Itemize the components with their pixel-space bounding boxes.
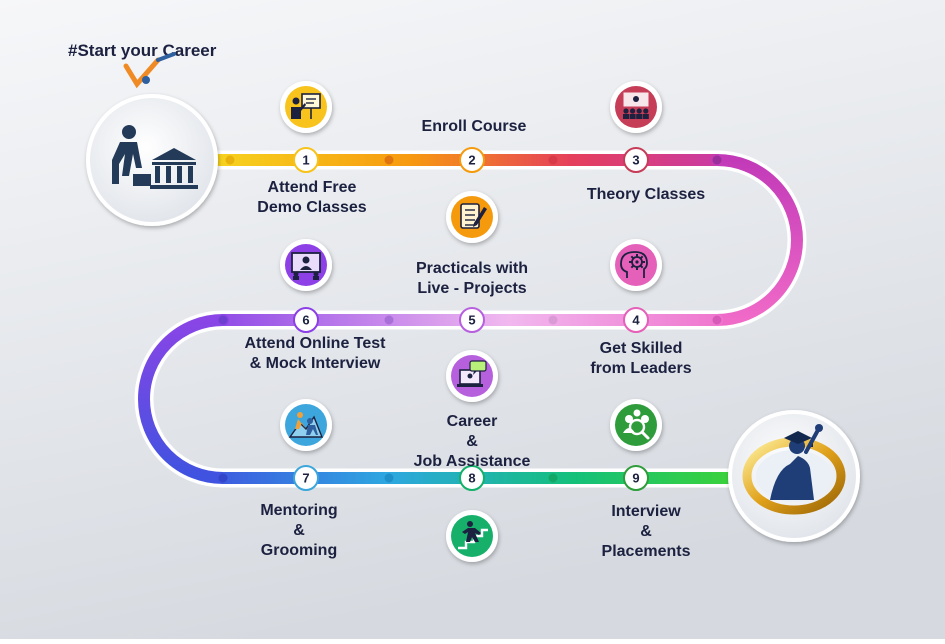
brain-gear-icon: [620, 251, 648, 278]
step-label-line: Enroll Course: [422, 118, 527, 135]
step-8: 8 Career & Job Assistance: [414, 413, 531, 562]
step-label-line: Grooming: [261, 542, 337, 559]
career-steps-icon: [458, 521, 488, 550]
step-2: 2 Enroll Course: [422, 118, 527, 243]
step-label-line: &: [640, 523, 652, 540]
step-number: 3: [632, 153, 639, 168]
people-search-icon: [623, 409, 650, 440]
step-label: Theory Classes: [587, 186, 705, 203]
step-label: Attend Online Test & Mock Interview: [244, 335, 386, 372]
step-label-line: &: [293, 522, 305, 539]
step-number-marker: 5: [459, 307, 485, 333]
brand-logo-icon: [123, 52, 176, 89]
step-label: Get Skilled from Leaders: [590, 340, 691, 377]
step-number: 4: [632, 313, 640, 328]
step-number: 1: [302, 153, 309, 168]
enroll-form-icon: [460, 203, 487, 229]
step-label-line: & Mock Interview: [250, 355, 381, 372]
step-label: Enroll Course: [422, 118, 527, 135]
step-label-line: Job Assistance: [414, 453, 531, 470]
mentoring-climb-icon: [288, 412, 324, 438]
presentation-board-icon: [291, 93, 321, 119]
graduate-emblem-icon: [742, 424, 846, 515]
step-icon-badge: [610, 81, 662, 133]
step-icon-badge: [610, 399, 662, 451]
laptop-chat-icon: [457, 360, 487, 387]
step-label: Interview & Placements: [602, 503, 691, 560]
step-number: 8: [468, 471, 475, 486]
step-label-line: &: [466, 433, 478, 450]
step-number-marker: 1: [293, 147, 319, 173]
step-label-line: Demo Classes: [257, 199, 366, 216]
step-number-marker: 7: [293, 465, 319, 491]
step-label-line: Live - Projects: [417, 280, 526, 297]
step-number-marker: 6: [293, 307, 319, 333]
step-icon-badge: [280, 399, 332, 451]
step-label-line: Theory Classes: [587, 186, 705, 203]
step-number-marker: 2: [459, 147, 485, 173]
step-label-line: from Leaders: [590, 360, 691, 377]
classroom-icon: [623, 92, 649, 119]
step-label-line: Career: [447, 413, 498, 430]
step-icon-badge: [610, 239, 662, 291]
step-label-line: Attend Online Test: [244, 335, 386, 352]
step-number: 5: [468, 313, 475, 328]
step-label: Career & Job Assistance: [414, 413, 531, 470]
step-number: 7: [302, 471, 309, 486]
step-number-marker: 3: [623, 147, 649, 173]
step-number-marker: 4: [623, 307, 649, 333]
step-number-marker: 8: [459, 465, 485, 491]
step-number: 9: [632, 471, 639, 486]
step-label-line: Interview: [611, 503, 681, 520]
step-number: 6: [302, 313, 309, 328]
step-number-marker: 9: [623, 465, 649, 491]
person-to-institution-icon: [112, 125, 198, 189]
step-label-line: Mentoring: [260, 502, 337, 519]
step-number: 2: [468, 153, 475, 168]
step-label-line: Placements: [602, 543, 691, 560]
step-label: Mentoring & Grooming: [260, 502, 337, 559]
step-label-line: Attend Free: [268, 179, 357, 196]
tagline: #Start your Career: [68, 41, 217, 60]
path-dots: [218, 155, 722, 483]
online-interview-icon: [291, 252, 321, 280]
step-label-line: Practicals with: [416, 260, 528, 277]
step-label-line: Get Skilled: [600, 340, 683, 357]
